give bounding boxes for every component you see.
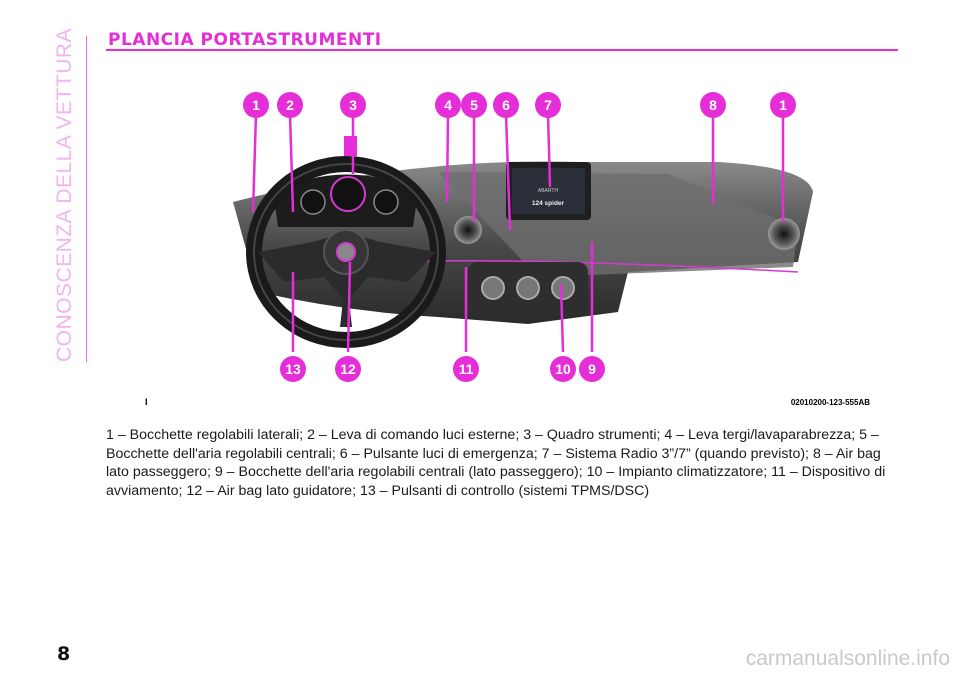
- center-vent-left: [454, 216, 482, 244]
- callout-label: 8: [709, 97, 717, 113]
- callout-label: 6: [502, 97, 510, 113]
- callout-label: 10: [555, 361, 571, 377]
- callout-bubbles: [243, 92, 796, 382]
- callout-label: 4: [444, 97, 452, 113]
- page-number: 8: [57, 643, 71, 665]
- side-section-title-text: CONOSCENZA DELLA VETTURA: [53, 27, 76, 363]
- callout-label: 1: [252, 97, 260, 113]
- figure-caption: 1 – Bocchette regolabili laterali; 2 – L…: [106, 427, 886, 499]
- side-divider: [86, 36, 87, 362]
- callout-label: 3: [349, 97, 357, 113]
- side-vent-right: [768, 218, 800, 250]
- figure-marker: I: [145, 397, 148, 407]
- callout-lines: [251, 113, 785, 353]
- dashboard-figure: ABARTH 124 spider: [108, 62, 898, 410]
- callout-label: 7: [544, 97, 552, 113]
- watermark: carmanualsonline.info: [745, 647, 950, 670]
- wheel-center-marker: [344, 136, 357, 156]
- callout-label: 9: [588, 361, 596, 377]
- page-title: PLANCIA PORTASTRUMENTI: [108, 30, 382, 50]
- display-model-text: 124 spider: [532, 200, 565, 207]
- display-brand-text: ABARTH: [538, 188, 559, 194]
- callout-label: 2: [286, 97, 294, 113]
- callout-label: 12: [340, 361, 356, 377]
- callout-label: 11: [459, 361, 474, 377]
- callout-label: 1: [779, 97, 787, 113]
- title-underline: [106, 49, 898, 51]
- callout-label: 5: [470, 97, 478, 113]
- airbag-logo: [336, 242, 356, 262]
- figure-code: 02010200-123-555AB: [790, 398, 870, 407]
- callout-label: 13: [285, 361, 301, 377]
- dashboard-illustration: ABARTH 124 spider: [108, 62, 898, 392]
- side-section-title: CONOSCENZA DELLA VETTURA: [52, 27, 78, 363]
